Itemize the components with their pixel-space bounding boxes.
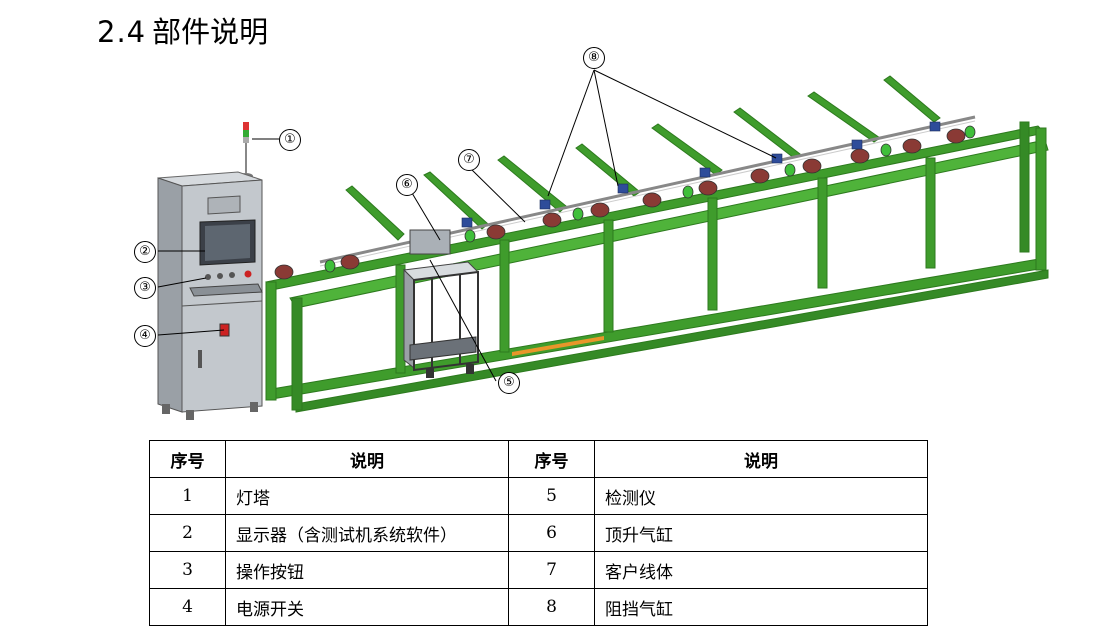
- callout-5: ⑤: [498, 372, 520, 394]
- cell-desc: 检测仪: [594, 477, 928, 515]
- cell-no: 5: [508, 477, 595, 515]
- callout-1: ①: [279, 129, 301, 151]
- equipment-diagram: [157, 69, 1049, 420]
- control-cabinet: [157, 122, 263, 420]
- cell-no: 8: [508, 588, 595, 626]
- section-number: 2.4: [97, 15, 147, 49]
- cell-no: 4: [149, 588, 226, 626]
- table-row: 1 灯塔 5 检测仪: [149, 477, 928, 515]
- cell-desc: 顶升气缸: [594, 514, 928, 552]
- table-header-row: 序号 说明 序号 说明: [149, 440, 928, 478]
- cell-desc: 阻挡气缸: [594, 588, 928, 626]
- parts-table: 序号 说明 序号 说明 1 灯塔 5 检测仪 2 显示器（含测试机系统软件） 6…: [149, 440, 928, 626]
- callout-6: ⑥: [396, 174, 418, 196]
- section-title: 部件说明: [152, 15, 269, 49]
- callout-4: ④: [134, 325, 156, 347]
- stopper-cylinders: [461, 121, 941, 228]
- detector-stand: [402, 229, 480, 378]
- callout-2: ②: [134, 241, 156, 263]
- cell-no: 2: [149, 514, 226, 552]
- table-row: 4 电源开关 8 阻挡气缸: [149, 588, 928, 626]
- callout-3: ③: [134, 277, 156, 299]
- cell-no: 3: [149, 551, 226, 589]
- table-row: 2 显示器（含测试机系统软件） 6 顶升气缸: [149, 514, 928, 552]
- cell-no: 6: [508, 514, 595, 552]
- callout-7: ⑦: [458, 149, 480, 171]
- cell-desc: 操作按钮: [225, 551, 509, 589]
- cell-desc: 客户线体: [594, 551, 928, 589]
- cell-desc: 电源开关: [225, 588, 509, 626]
- header-desc-b: 说明: [594, 440, 928, 478]
- cell-desc: 灯塔: [225, 477, 509, 515]
- cell-no: 1: [149, 477, 226, 515]
- cell-no: 7: [508, 551, 595, 589]
- conveyor-rollers: [274, 125, 976, 280]
- header-no-b: 序号: [508, 440, 595, 478]
- header-desc-a: 说明: [225, 440, 509, 478]
- leader-lines: [157, 69, 777, 382]
- header-no-a: 序号: [149, 440, 226, 478]
- callout-8: ⑧: [583, 47, 605, 69]
- cell-desc: 显示器（含测试机系统软件）: [225, 514, 509, 552]
- table-row: 3 操作按钮 7 客户线体: [149, 551, 928, 589]
